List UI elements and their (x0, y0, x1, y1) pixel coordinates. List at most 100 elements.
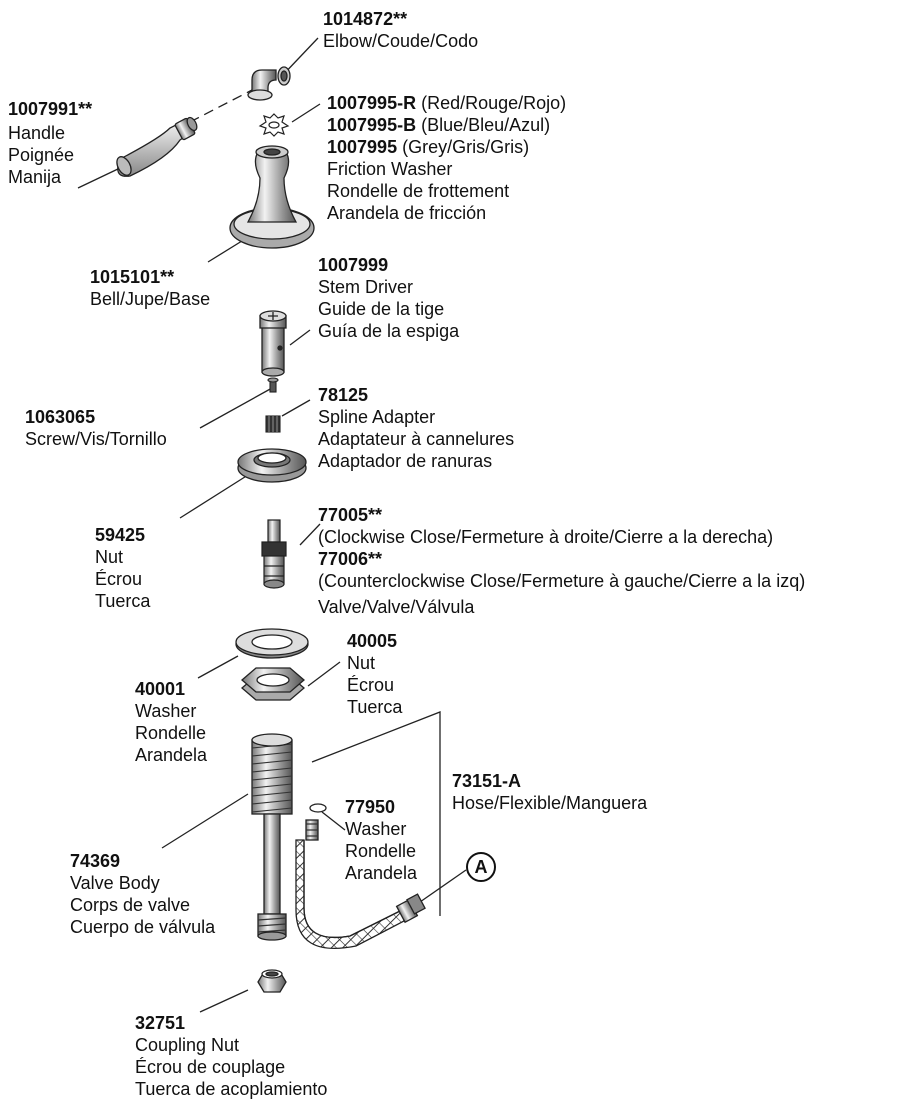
desc-washer-40001-fr: Rondelle (135, 723, 207, 743)
handle-part (116, 116, 198, 177)
label-washer-40001: 40001 Washer Rondelle Arandela (135, 678, 207, 766)
desc-handle-es: Manija (8, 167, 62, 187)
desc-spline-adapter-en: Spline Adapter (318, 407, 436, 427)
desc-valve-body-en: Valve Body (70, 873, 160, 893)
part-number-screw: 1063065 (25, 407, 96, 427)
desc-washer-77950-es: Arandela (345, 863, 418, 883)
nut-40005-part (241, 667, 305, 701)
desc-washer-77950-en: Washer (345, 819, 407, 839)
desc-friction-washer-en: Friction Washer (327, 159, 453, 179)
desc-bonnet-nut-es: Tuerca (95, 591, 151, 611)
desc-bonnet-nut-fr: Écrou (95, 569, 143, 589)
label-hose: 73151-A Hose/Flexible/Manguera (452, 770, 647, 814)
leader-spline (281, 399, 311, 417)
stem-driver-part (259, 310, 287, 377)
desc-bell: Bell/Jupe/Base (90, 289, 211, 309)
label-washer-77950: 77950 Washer Rondelle Arandela (345, 796, 417, 884)
label-friction-washer: 1007995-R (Red/Rouge/Rojo) 1007995-B (Bl… (327, 92, 566, 224)
label-handle: 1007991** Handle Poignée Manija (8, 98, 92, 188)
leader-screw (199, 387, 273, 429)
desc-valve-cw: (Clockwise Close/Fermeture à droite/Cier… (318, 527, 774, 547)
desc-valve: Valve/Valve/Válvula (318, 597, 475, 617)
leader-valve (299, 523, 321, 546)
part-number-nut-40005: 40005 (347, 631, 398, 651)
desc-coupling-nut-fr: Écrou de couplage (135, 1057, 286, 1077)
leader-washer (291, 103, 321, 123)
label-screw: 1063065 Screw/Vis/Tornillo (25, 406, 167, 450)
coupling-nut-part (257, 969, 287, 993)
desc-nut-40005-fr: Écrou (347, 675, 395, 695)
screw-part (267, 377, 279, 393)
desc-hose: Hose/Flexible/Manguera (452, 793, 648, 813)
elbow-part (247, 66, 291, 101)
washer-variant-red: 1007995-R (Red/Rouge/Rojo) (327, 93, 567, 113)
part-number-handle: 1007991** (8, 99, 93, 119)
washer-variant-blue: 1007995-B (Blue/Bleu/Azul) (327, 115, 551, 135)
hose-bracket (311, 711, 441, 916)
part-number-spline-adapter: 78125 (318, 385, 369, 405)
leader-valvebody (161, 793, 249, 849)
friction-washer-part (258, 113, 290, 137)
leader-nut59425 (179, 474, 249, 519)
label-bonnet-nut: 59425 Nut Écrou Tuerca (95, 524, 150, 612)
label-stem-driver: 1007999 Stem Driver Guide de la tige Guí… (318, 254, 459, 342)
desc-spline-adapter-fr: Adaptateur à cannelures (318, 429, 515, 449)
callout-a: A (466, 852, 496, 882)
leader-stem (289, 329, 311, 346)
part-number-valve-cw: 77005** (318, 505, 383, 525)
hose-part (295, 819, 426, 950)
label-valve-body: 74369 Valve Body Corps de valve Cuerpo d… (70, 850, 215, 938)
desc-coupling-nut-es: Tuerca de acoplamiento (135, 1079, 328, 1099)
valve-cartridge-part (261, 519, 287, 589)
bonnet-nut-part (237, 448, 307, 483)
desc-stem-driver-es: Guía de la espiga (318, 321, 460, 341)
valve-body-part (251, 733, 293, 941)
leader-nut40005 (307, 661, 341, 687)
part-number-washer-40001: 40001 (135, 679, 186, 699)
assembly-axis (189, 89, 253, 123)
label-nut-40005: 40005 Nut Écrou Tuerca (347, 630, 402, 718)
desc-spline-adapter-es: Adaptador de ranuras (318, 451, 493, 471)
desc-coupling-nut-en: Coupling Nut (135, 1035, 240, 1055)
leader-handle (77, 167, 121, 189)
label-valve: 77005** (Clockwise Close/Fermeture à dro… (318, 504, 805, 618)
desc-washer-40001-es: Arandela (135, 745, 208, 765)
desc-stem-driver-en: Stem Driver (318, 277, 414, 297)
desc-valve-ccw: (Counterclockwise Close/Fermeture à gauc… (318, 571, 806, 591)
desc-screw: Screw/Vis/Tornillo (25, 429, 167, 449)
label-coupling-nut: 32751 Coupling Nut Écrou de couplage Tue… (135, 1012, 327, 1100)
label-spline-adapter: 78125 Spline Adapter Adaptateur à cannel… (318, 384, 514, 472)
leader-coupling (199, 989, 249, 1013)
desc-nut-40005-en: Nut (347, 653, 376, 673)
washer-variant-grey: 1007995 (Grey/Gris/Gris) (327, 137, 530, 157)
desc-valve-body-fr: Corps de valve (70, 895, 191, 915)
leader-washer40001 (197, 655, 239, 679)
part-number-hose: 73151-A (452, 771, 522, 791)
leader-callout (419, 869, 467, 903)
part-number-valve-body: 74369 (70, 851, 121, 871)
part-number-coupling-nut: 32751 (135, 1013, 186, 1033)
desc-valve-body-es: Cuerpo de válvula (70, 917, 216, 937)
part-number-elbow: 1014872** (323, 9, 408, 29)
desc-stem-driver-fr: Guide de la tige (318, 299, 445, 319)
desc-bonnet-nut-en: Nut (95, 547, 124, 567)
part-number-bell: 1015101** (90, 267, 175, 287)
spline-adapter-part (265, 415, 281, 433)
desc-friction-washer-es: Arandela de fricción (327, 203, 487, 223)
desc-nut-40005-es: Tuerca (347, 697, 403, 717)
bell-part (229, 145, 315, 249)
label-elbow: 1014872** Elbow/Coude/Codo (323, 8, 478, 52)
part-number-valve-ccw: 77006** (318, 549, 383, 569)
desc-handle-en: Handle (8, 123, 66, 143)
desc-handle-fr: Poignée (8, 145, 75, 165)
leader-washer77950 (321, 811, 346, 831)
washer-40001-part (235, 628, 309, 659)
desc-washer-77950-fr: Rondelle (345, 841, 417, 861)
part-number-bonnet-nut: 59425 (95, 525, 146, 545)
part-number-washer-77950: 77950 (345, 797, 396, 817)
washer-77950-part (309, 803, 327, 813)
desc-friction-washer-fr: Rondelle de frottement (327, 181, 510, 201)
desc-washer-40001-en: Washer (135, 701, 197, 721)
desc-elbow: Elbow/Coude/Codo (323, 31, 479, 51)
